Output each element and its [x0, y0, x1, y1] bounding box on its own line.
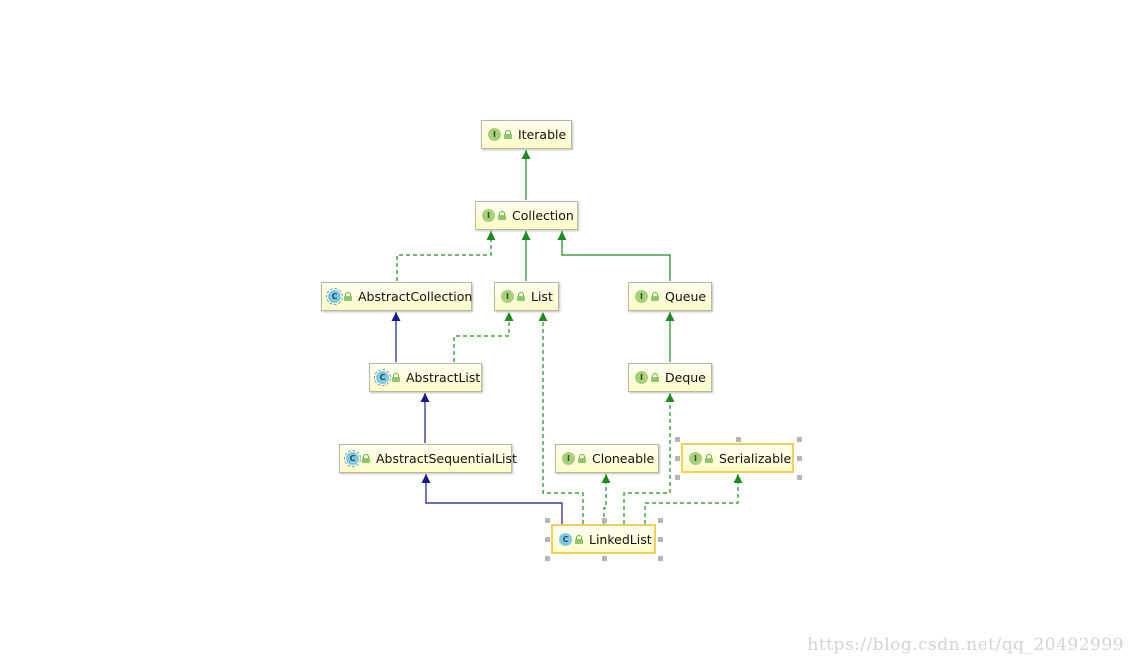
node-label: Deque	[665, 370, 706, 385]
node-cloneable[interactable]: I Cloneable	[555, 444, 659, 473]
node-serializable[interactable]: I Serializable	[681, 443, 794, 473]
node-abstract-list[interactable]: C AbstractList	[369, 363, 482, 392]
interface-icon: I	[689, 451, 702, 465]
public-lock-icon	[362, 454, 370, 463]
edge-abstractcollection-collection	[396, 231, 496, 281]
node-label: List	[531, 289, 553, 304]
selection-handle[interactable]	[545, 537, 550, 542]
selection-handle[interactable]	[736, 437, 741, 442]
selection-handle[interactable]	[658, 556, 663, 561]
public-lock-icon	[651, 373, 659, 382]
selection-handle[interactable]	[658, 518, 663, 523]
edge-queue-collection	[557, 231, 671, 281]
node-iterable[interactable]: I Iterable	[481, 120, 572, 149]
selection-handle[interactable]	[545, 518, 550, 523]
interface-icon: I	[635, 371, 648, 384]
selection-handle[interactable]	[797, 437, 802, 442]
node-label: Cloneable	[592, 451, 655, 466]
selection-handle[interactable]	[675, 437, 680, 442]
selection-handle[interactable]	[602, 518, 607, 523]
public-lock-icon	[392, 373, 400, 382]
abstract-class-icon: C	[326, 288, 343, 305]
node-label: AbstractSequentialList	[376, 451, 517, 466]
public-lock-icon	[575, 534, 583, 544]
selection-handle[interactable]	[675, 456, 680, 461]
node-queue[interactable]: I Queue	[628, 282, 712, 311]
edge-abstractlist-list	[453, 312, 514, 362]
selection-handle[interactable]	[545, 556, 550, 561]
interface-icon: I	[482, 209, 495, 222]
selection-handle[interactable]	[658, 537, 663, 542]
interface-icon: I	[562, 452, 575, 465]
selection-handle[interactable]	[602, 556, 607, 561]
public-lock-icon	[705, 453, 713, 463]
edge-linkedlist-deque	[623, 393, 675, 524]
interface-icon: I	[635, 290, 648, 303]
selection-handle[interactable]	[797, 475, 802, 480]
public-lock-icon	[517, 292, 525, 301]
node-abstract-sequential-list[interactable]: C AbstractSequentialList	[339, 444, 517, 473]
abstract-class-icon: C	[344, 450, 361, 467]
node-label: LinkedList	[589, 531, 652, 547]
abstract-class-icon: C	[374, 369, 391, 386]
node-label: Iterable	[518, 127, 567, 142]
watermark: https://blog.csdn.net/qq_20492999	[807, 635, 1124, 655]
node-label: Serializable	[719, 450, 792, 466]
interface-icon: I	[488, 128, 501, 141]
node-label: Queue	[665, 289, 707, 304]
node-deque[interactable]: I Deque	[628, 363, 712, 392]
node-abstract-collection[interactable]: C AbstractCollection	[321, 282, 472, 311]
class-icon: C	[559, 532, 572, 546]
edge-linkedlist-cloneable	[601, 474, 611, 524]
public-lock-icon	[498, 211, 506, 220]
public-lock-icon	[578, 454, 586, 463]
selection-handle[interactable]	[797, 456, 802, 461]
edge-linkedlist-list	[538, 312, 584, 524]
node-label: Collection	[512, 208, 574, 223]
public-lock-icon	[651, 292, 659, 301]
interface-icon: I	[501, 290, 514, 303]
node-list[interactable]: I List	[494, 282, 559, 311]
node-label: AbstractList	[406, 370, 481, 385]
node-label: AbstractCollection	[358, 289, 473, 304]
public-lock-icon	[344, 292, 352, 301]
selection-handle[interactable]	[675, 475, 680, 480]
node-linked-list[interactable]: C LinkedList	[551, 524, 656, 554]
edge-linkedlist-abstractsequentiallist	[421, 474, 563, 524]
node-collection[interactable]: I Collection	[475, 201, 578, 230]
public-lock-icon	[504, 130, 512, 139]
edge-linkedlist-serializable	[644, 474, 743, 524]
